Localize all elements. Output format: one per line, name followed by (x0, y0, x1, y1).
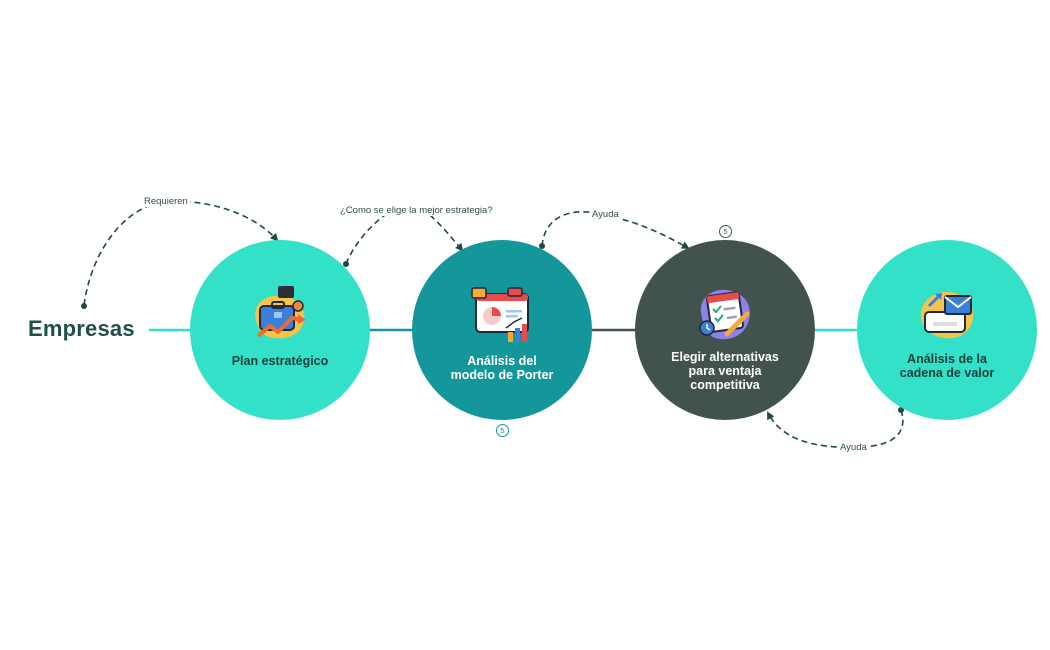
node-analisis-porter[interactable]: Análisis del modelo de Porter (412, 240, 592, 420)
root-topic-empresas[interactable]: Empresas (28, 316, 135, 341)
relation-label-como-se-elige[interactable]: ¿Como se elige la mejor estrategia? (338, 205, 495, 216)
calendar-checklist-icon (699, 289, 750, 340)
analytics-dashboard-icon (471, 287, 529, 342)
relation-requieren (83, 200, 279, 306)
relation-ayuda-bottom (767, 409, 904, 449)
node-title: Plan estratégico (231, 354, 329, 368)
relation-requieren-start-dot (81, 303, 87, 309)
node-elegir-alternativas[interactable]: Elegir alternativas para ventaja competi… (635, 240, 815, 420)
node-title: Análisis de la cadena de valor (899, 352, 995, 380)
inbox-mail-icon (920, 292, 974, 339)
relation-ayuda-top-start-dot (539, 243, 545, 249)
relation-label-ayuda-bottom[interactable]: Ayuda (838, 442, 869, 453)
node-plan-estrategico[interactable]: Plan estratégico (190, 240, 370, 420)
relation-como-se-elige (345, 214, 462, 265)
node-title: Análisis del modelo de Porter (450, 354, 554, 382)
relation-como-se-elige-start-dot (343, 261, 349, 267)
node-title: Elegir alternativas para ventaja competi… (671, 350, 779, 392)
relation-label-ayuda-top[interactable]: Ayuda (590, 209, 621, 220)
relation-ayuda-top (541, 211, 690, 249)
briefcase-growth-icon (255, 286, 306, 339)
node-cadena-de-valor[interactable]: Análisis de la cadena de valor (857, 240, 1037, 420)
relation-label-requieren[interactable]: Requieren (142, 196, 190, 207)
count-badge-alternativas[interactable]: 5 (719, 225, 732, 238)
count-badge-porter[interactable]: 5 (496, 424, 509, 437)
